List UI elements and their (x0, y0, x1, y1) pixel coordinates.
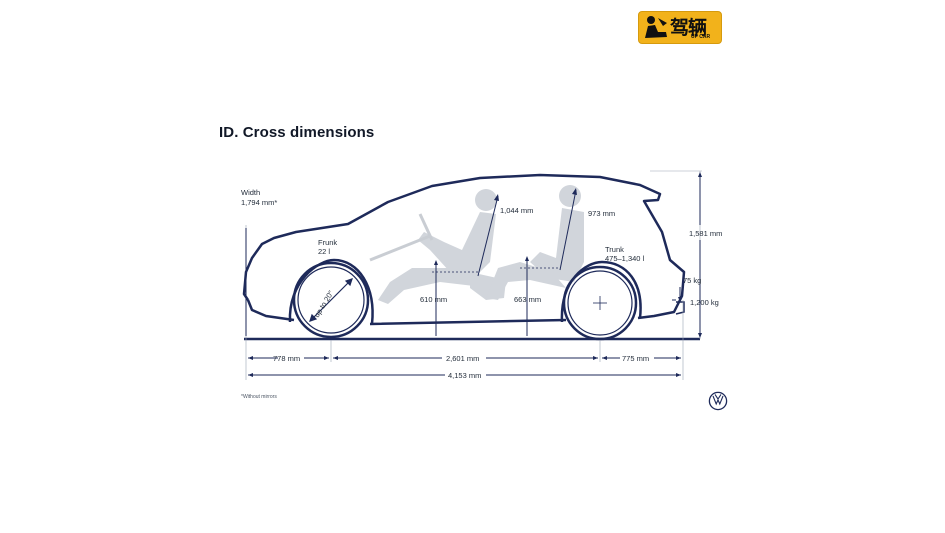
vw-logo-icon (708, 391, 728, 411)
site-logo: 驾辆 UP CAR (638, 11, 722, 44)
seat-height-lines (432, 267, 560, 273)
overall-length-value: 4,153 mm (448, 371, 482, 380)
front-wheel (292, 261, 370, 339)
front-overhang-value: 778 mm (273, 354, 301, 363)
towing-capacity-value: 1,200 kg (690, 298, 719, 307)
hitch-load-value: 75 kg (683, 276, 702, 285)
driver-figure-icon (645, 16, 667, 38)
width-label: Width (241, 188, 261, 197)
front-seat-height-value: 610 mm (420, 295, 448, 304)
rear-seat-height-value: 663 mm (514, 295, 542, 304)
wheel-size-label: up to 20" (312, 289, 336, 319)
wheel-diameter-arrow (309, 278, 353, 322)
rear-rim (567, 270, 633, 336)
height-value: 1,581 mm (689, 229, 723, 238)
trunk-label: Trunk (605, 245, 624, 254)
page-margin-right (743, 0, 945, 533)
logo-english-text: UP CAR (691, 34, 711, 40)
page-title: ID. Cross dimensions (219, 124, 375, 141)
wheelbase-value: 2,601 mm (446, 354, 480, 363)
frunk-value: 22 l (318, 247, 331, 256)
logo-chinese-text: 驾辆 (670, 17, 707, 39)
front-rim (297, 266, 365, 334)
length-dimension-lines (248, 357, 681, 376)
page-margin-left (0, 0, 203, 533)
frunk-label: Frunk (318, 238, 338, 247)
front-passenger-silhouette (378, 189, 506, 304)
headroom-rear-value: 973 mm (588, 209, 616, 218)
headroom-arrows (477, 189, 577, 277)
width-value: 1,794 mm* (241, 198, 278, 207)
footnote: *Without mirrors (241, 394, 277, 400)
rear-overhang-value: 775 mm (622, 354, 650, 363)
car-body-outline (242, 173, 686, 326)
trunk-value: 475–1,340 l (605, 254, 645, 263)
steering-wheel (369, 213, 434, 262)
headroom-front-value: 1,044 mm (500, 206, 534, 215)
